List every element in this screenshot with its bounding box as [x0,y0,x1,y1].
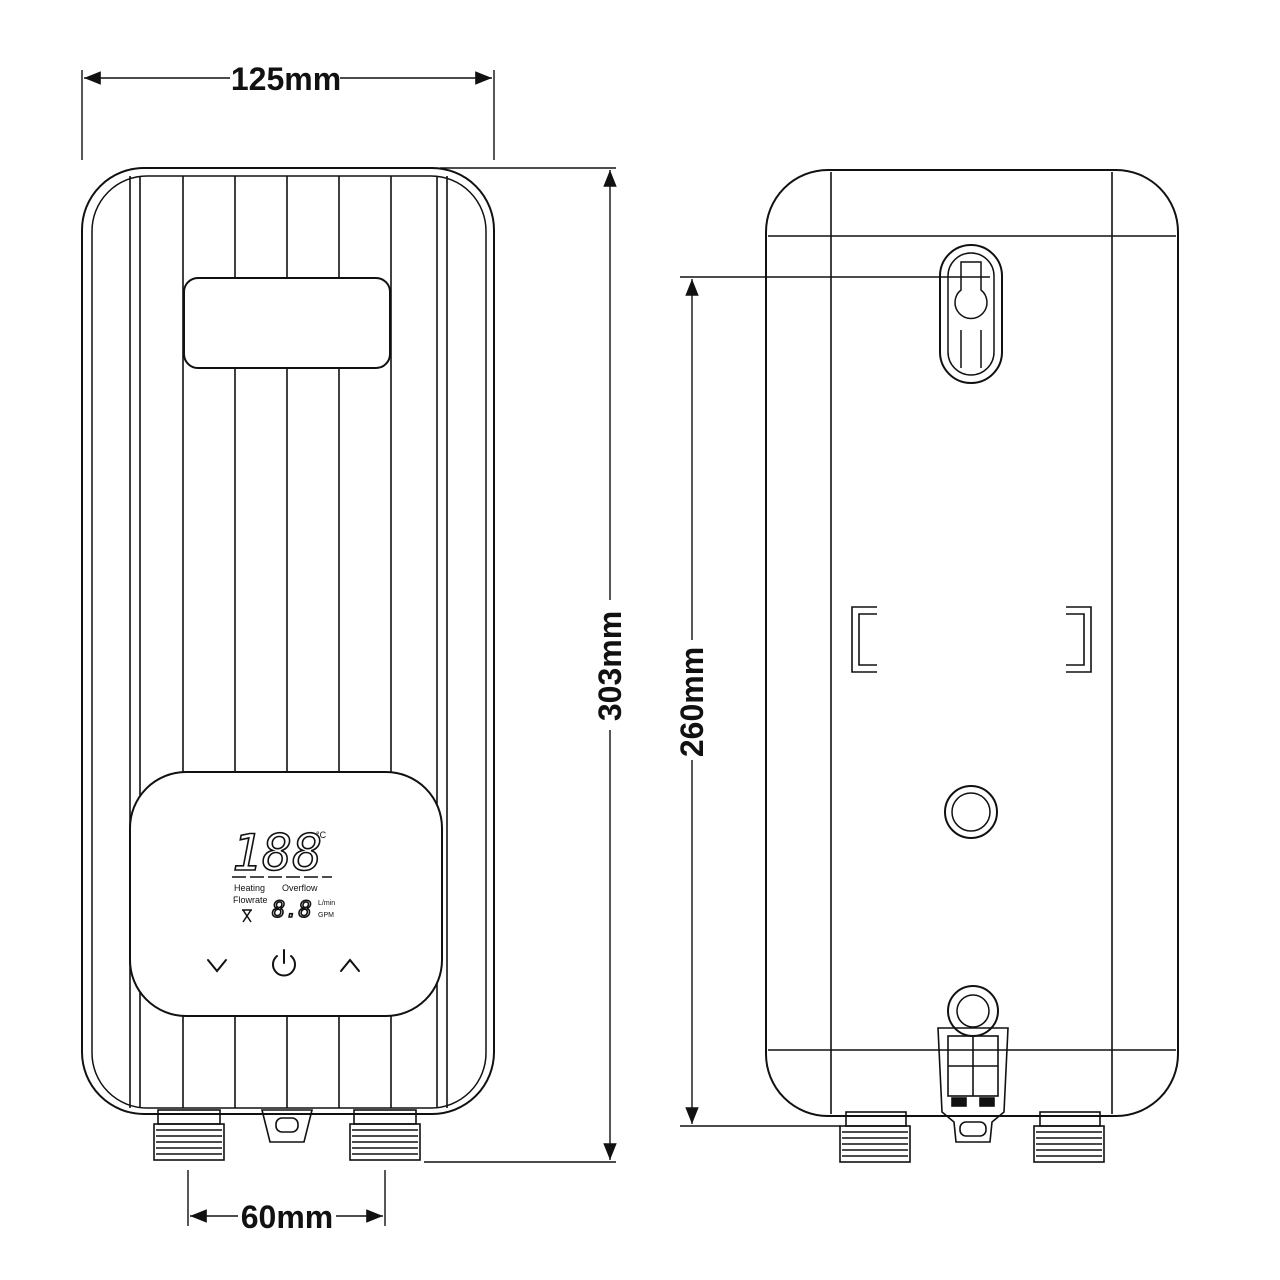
pipe-spacing-label: 60mm [241,1199,334,1235]
flowrate-label: Flowrate [233,895,268,905]
control-panel [129,771,443,1017]
mounting-hole [944,785,998,839]
temperature-readout: 188 [232,824,322,882]
front-view [81,167,495,1161]
mount-spacing-label: 260mm [674,647,710,757]
chevron-up-icon[interactable] [340,958,360,972]
pipe-spacing-dimension [187,1170,386,1226]
temp-unit: °C [316,830,327,840]
unit-gpm: GPM [318,912,334,919]
flow-readout: 8.8 [272,898,312,923]
width-dimension [81,70,495,160]
front-body-inner [91,175,487,1109]
terminal-block [937,1027,1009,1143]
back-inlet-pipe [839,1111,911,1163]
overflow-label: Overflow [282,883,318,893]
chevron-down-icon[interactable] [207,959,227,973]
front-window [183,277,391,369]
mounting-keyhole [939,244,1003,384]
height-label: 303mm [592,611,628,721]
width-label: 125mm [231,61,341,97]
mount-spacing-dimension [680,276,990,1127]
cable-clip-front [260,1109,314,1143]
outlet-pipe [349,1109,421,1161]
heating-label: Heating [234,883,265,893]
inlet-pipe [153,1109,225,1161]
height-dimension [424,167,617,1163]
back-outlet-pipe [1033,1111,1105,1163]
bracket-left [851,606,877,673]
front-body-outer [81,167,495,1115]
unit-lmin: L/min [318,900,335,907]
touch-buttons [207,949,360,977]
bracket-right [1066,606,1092,673]
back-body-outer [765,169,1179,1117]
back-view [765,169,1179,1163]
display: 188 °C Heating Overflow Flowrate 8.8 L/m… [231,823,335,924]
power-icon[interactable] [272,949,296,977]
faucet-icon [242,909,252,923]
